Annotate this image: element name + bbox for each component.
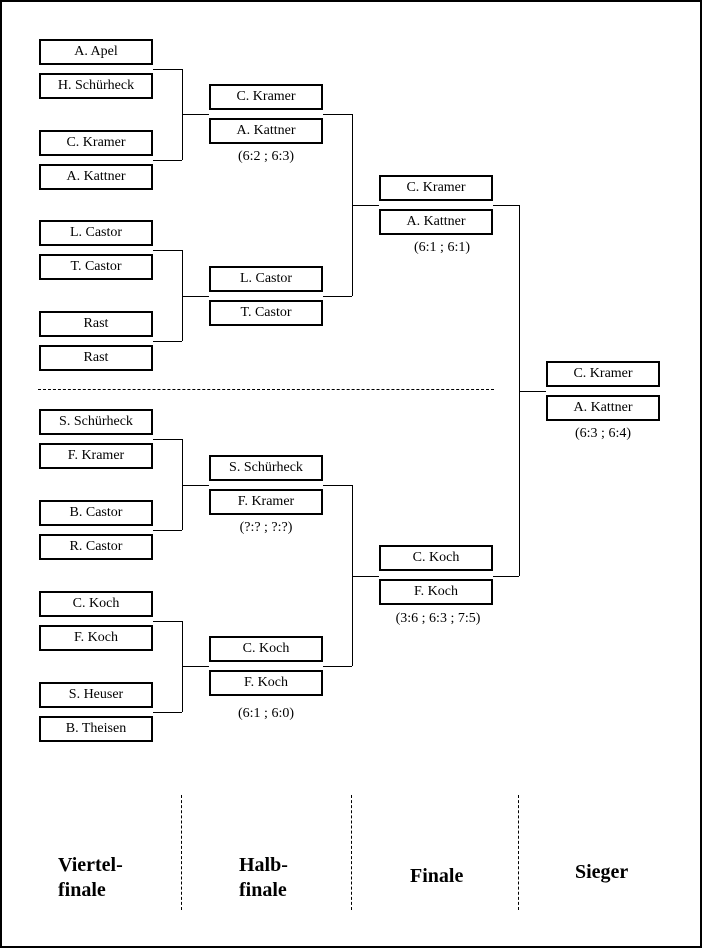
final2-score: (3:6 ; 6:3 ; 7:5) (395, 611, 481, 626)
sf2-player-2: T. Castor (209, 300, 323, 326)
sf3-player-2: F. Kramer (209, 489, 323, 515)
sf-top-line-lower (323, 296, 352, 297)
qf1-player-1: A. Apel (39, 39, 153, 65)
qf1-player-2: H. Schürheck (39, 73, 153, 99)
sf1-score: (6:2 ; 6:3) (238, 149, 294, 164)
sf4-player-2: F. Koch (209, 670, 323, 696)
qf3-line-out (182, 485, 209, 486)
winner-score: (6:3 ; 6:4) (575, 426, 631, 441)
qf2-player-3: Rast (39, 311, 153, 337)
qf3-player-1: S. Schürheck (39, 409, 153, 435)
sf-top-line-upper (323, 114, 352, 115)
stage-label-semifinal-line2: finale (239, 879, 287, 901)
sf-bottom-line-upper (323, 485, 352, 486)
qf3-player-3: B. Castor (39, 500, 153, 526)
final-line-vertical (519, 205, 520, 576)
qf2-line-out (182, 296, 209, 297)
qf4-line-top (153, 621, 182, 622)
qf1-line-bottom (153, 160, 182, 161)
sf-bottom-line-out (352, 576, 379, 577)
qf4-line-out (182, 666, 209, 667)
stage-label-quarterfinal: Viertel- finale (58, 853, 123, 903)
final-line-upper (493, 205, 519, 206)
stage-divider-3 (518, 795, 519, 910)
stage-label-semifinal-line1: Halb- (239, 854, 288, 876)
qf1-line-out (182, 114, 209, 115)
qf3-player-2: F. Kramer (39, 443, 153, 469)
half-divider-line (38, 389, 494, 390)
qf2-player-1: L. Castor (39, 220, 153, 246)
sf-bottom-line-lower (323, 666, 352, 667)
stage-label-semifinal: Halb- finale (239, 853, 288, 903)
stage-label-quarterfinal-line1: Viertel- (58, 854, 123, 876)
sf2-player-1: L. Castor (209, 266, 323, 292)
final1-player-1: C. Kramer (379, 175, 493, 201)
stage-label-quarterfinal-line2: finale (58, 879, 106, 901)
qf1-line-top (153, 69, 182, 70)
qf3-player-4: R. Castor (39, 534, 153, 560)
final-line-lower (493, 576, 519, 577)
final2-player-1: C. Koch (379, 545, 493, 571)
qf2-line-bottom (153, 341, 182, 342)
sf4-player-1: C. Koch (209, 636, 323, 662)
qf3-line-bottom (153, 530, 182, 531)
qf4-line-bottom (153, 712, 182, 713)
qf3-line-vertical (182, 439, 183, 530)
qf2-line-top (153, 250, 182, 251)
qf2-line-vertical (182, 250, 183, 341)
qf4-player-4: B. Theisen (39, 716, 153, 742)
winner-player-1: C. Kramer (546, 361, 660, 387)
qf3-line-top (153, 439, 182, 440)
qf4-player-2: F. Koch (39, 625, 153, 651)
sf3-player-1: S. Schürheck (209, 455, 323, 481)
stage-divider-1 (181, 795, 182, 910)
stage-divider-2 (351, 795, 352, 910)
qf2-player-4: Rast (39, 345, 153, 371)
sf1-player-2: A. Kattner (209, 118, 323, 144)
sf-top-line-out (352, 205, 379, 206)
qf4-player-3: S. Heuser (39, 682, 153, 708)
sf-bottom-line-vertical (352, 485, 353, 666)
final1-player-2: A. Kattner (379, 209, 493, 235)
sf3-score: (?:? ; ?:?) (239, 520, 293, 535)
final-line-out (519, 391, 546, 392)
stage-label-final: Finale (410, 865, 464, 887)
qf1-player-3: C. Kramer (39, 130, 153, 156)
sf4-score: (6:1 ; 6:0) (238, 706, 294, 721)
qf4-player-1: C. Koch (39, 591, 153, 617)
sf1-player-1: C. Kramer (209, 84, 323, 110)
final1-score: (6:1 ; 6:1) (414, 240, 470, 255)
final2-player-2: F. Koch (379, 579, 493, 605)
stage-label-winner: Sieger (575, 861, 629, 883)
qf2-player-2: T. Castor (39, 254, 153, 280)
winner-player-2: A. Kattner (546, 395, 660, 421)
qf1-player-4: A. Kattner (39, 164, 153, 190)
